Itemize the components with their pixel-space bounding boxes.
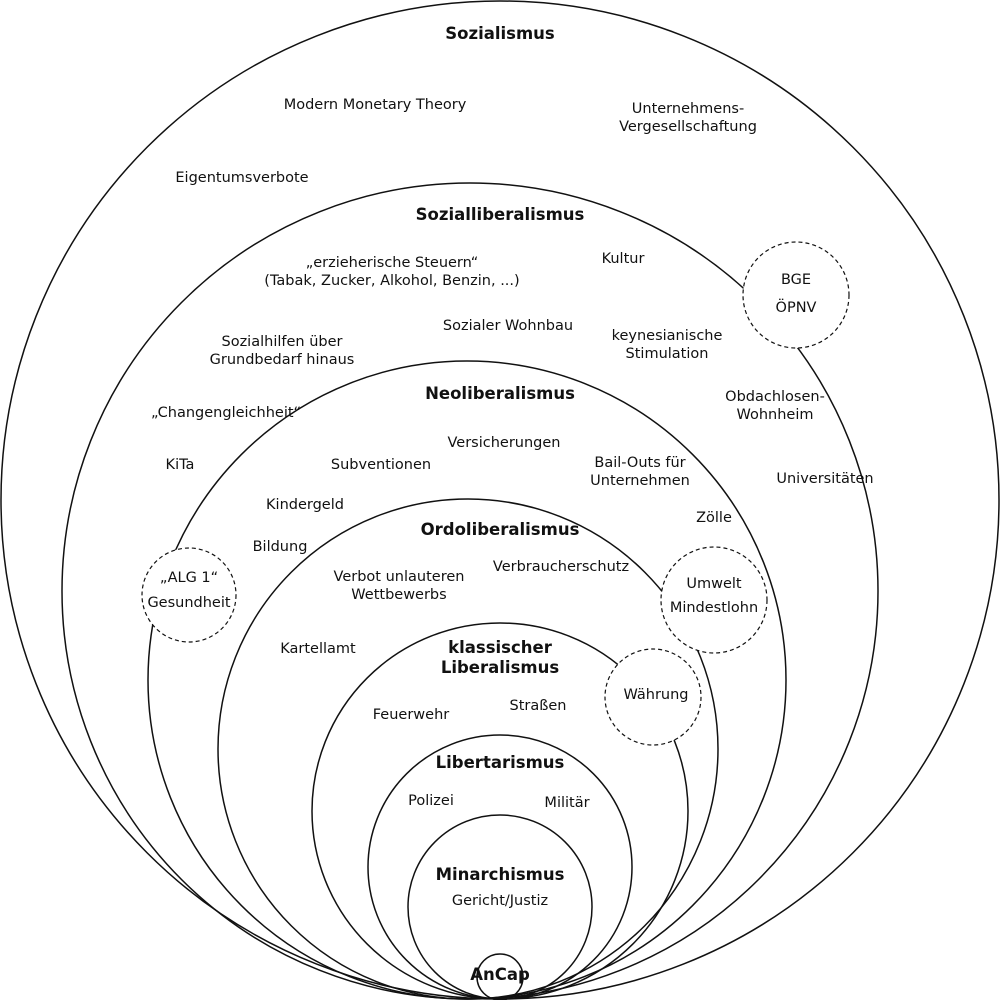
item-sozialer-wohnbau: Sozialer Wohnbau [442, 318, 574, 334]
boundary-item-umwelt: Umwelt [686, 576, 742, 592]
title-neoliberalismus: Neoliberalismus [425, 384, 575, 403]
ring-minarchismus [407, 814, 593, 1000]
boundary-item-gesundheit: Gesundheit [147, 595, 231, 611]
boundary-circle-waehrung [604, 648, 702, 746]
boundary-circle-bge-oepnv [742, 241, 850, 349]
item-sozialhilfen: Sozialhilfen über Grundbedarf hinaus [209, 334, 355, 368]
item-erzieherische-steuern: „erzieherische Steuern“ (Tabak, Zucker, … [264, 255, 520, 289]
item-verbot-unlauteren-wettbewerbs: Verbot unlauteren Wettbewerbs [333, 569, 465, 603]
item-kartellamt: Kartellamt [280, 641, 356, 657]
item-feuerwehr: Feuerwehr [372, 707, 450, 723]
item-universitaeten: Universitäten [776, 471, 874, 487]
item-keynesianische-stimulation: keynesianische Stimulation [611, 328, 723, 362]
item-changengleichheit: „Changengleichheit“ [150, 405, 302, 421]
title-libertarismus: Libertarismus [435, 753, 565, 772]
item-modern-monetary-theory: Modern Monetary Theory [283, 97, 467, 113]
title-ancap: AnCap [470, 965, 530, 984]
item-subventionen: Subventionen [330, 457, 432, 473]
item-strassen: Straßen [509, 698, 567, 714]
boundary-circle-umwelt-mindestlohn [660, 546, 768, 654]
ring-ancap [476, 953, 524, 1000]
title-sozialliberalismus: Sozialliberalismus [415, 205, 585, 224]
item-unternehmens-vergesellschaftung: Unternehmens- Vergesellschaftung [619, 101, 757, 135]
item-kita: KiTa [165, 457, 195, 473]
item-obdachlosen-wohnheim: Obdachlosen- Wohnheim [725, 389, 825, 423]
item-versicherungen: Versicherungen [447, 435, 561, 451]
title-sozialismus: Sozialismus [445, 24, 555, 43]
boundary-item-alg1: „ALG 1“ [159, 570, 219, 586]
item-kindergeld: Kindergeld [266, 497, 344, 513]
item-kultur: Kultur [601, 251, 645, 267]
item-bail-outs: Bail-Outs für Unternehmen [590, 455, 690, 489]
boundary-item-oepnv: ÖPNV [775, 300, 817, 316]
boundary-circle-alg-gesundheit [141, 547, 237, 643]
ring-ordoliberalismus [217, 498, 719, 1000]
item-bildung: Bildung [252, 539, 308, 555]
item-polizei: Polizei [408, 793, 454, 809]
item-gericht-justiz: Gericht/Justiz [451, 893, 549, 909]
item-verbraucherschutz: Verbraucherschutz [492, 559, 630, 575]
item-zoelle: Zölle [696, 510, 732, 526]
item-militaer: Militär [544, 795, 590, 811]
boundary-item-waehrung: Währung [623, 687, 689, 703]
boundary-item-mindestlohn: Mindestlohn [669, 600, 759, 616]
title-minarchismus: Minarchismus [435, 865, 565, 884]
item-eigentumsverbote: Eigentumsverbote [175, 170, 309, 186]
title-klassischer-liberalismus: klassischer Liberalismus [440, 638, 560, 677]
title-ordoliberalismus: Ordoliberalismus [420, 520, 580, 539]
boundary-item-bge: BGE [780, 272, 812, 288]
